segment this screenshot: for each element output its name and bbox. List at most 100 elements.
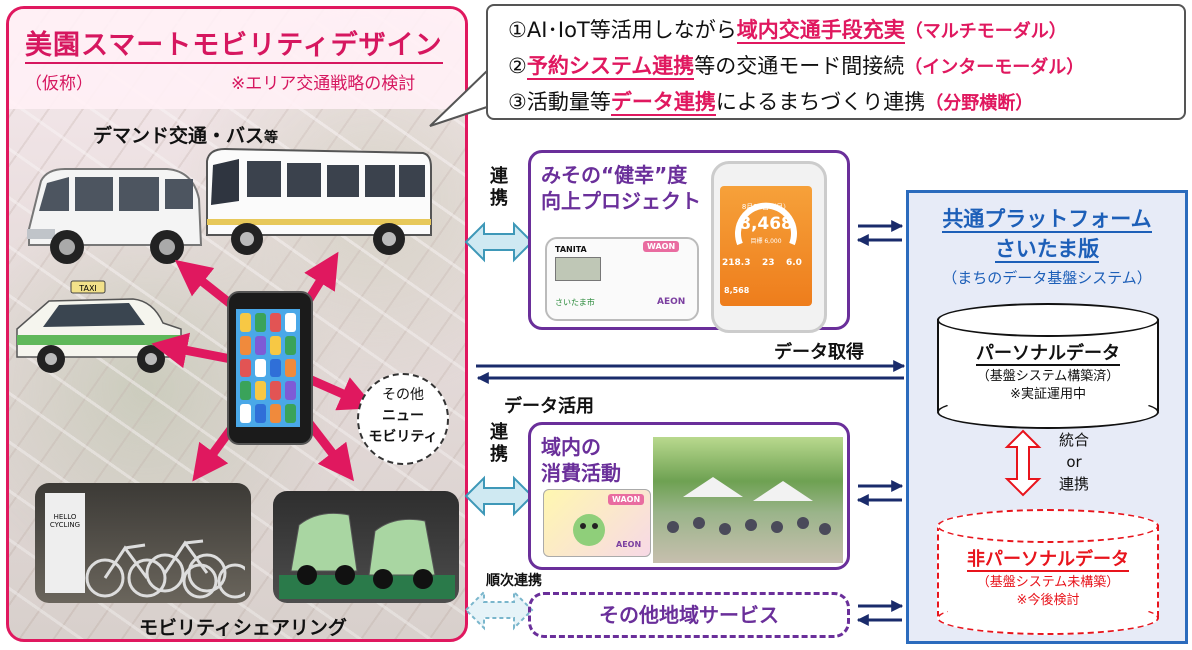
integrate-word-2: or [1066, 453, 1082, 471]
nonpersonal-data-note-2: ※今後検討 [1016, 593, 1080, 608]
integrate-word-1: 統合 [1058, 431, 1089, 449]
title-strip [9, 9, 465, 109]
nonpersonal-data-title-text: 非パーソナルデータ [967, 549, 1129, 572]
callout-tag-1: （マルチモーダル） [904, 21, 1067, 42]
app-footer-steps: 8,568 [724, 286, 750, 295]
taxi-sign-text: TAXI [78, 284, 97, 293]
personal-data-note-2: ※実証運用中 [1010, 387, 1086, 402]
mini-ev-image [279, 512, 455, 599]
bicycles-image [85, 539, 245, 599]
consumption-title-2: 消費活動 [541, 461, 621, 485]
other-mobility-line3: モビリティ [368, 429, 438, 445]
common-platform-box: 共通プラットフォーム さいたま版 （まちのデータ基盤システム） パーソナルデータ… [906, 190, 1188, 644]
panel-title: 美園スマートモビリティデザイン [25, 23, 443, 64]
other-mobility-line1: その他 [382, 387, 424, 403]
platform-title-2-text: さいたま版 [994, 237, 1100, 263]
app-stat-2: 23 [762, 258, 775, 268]
junji-renkei-label: 順次連携 [486, 573, 542, 589]
renkei-label-2: 連 携 [488, 422, 510, 466]
bike-sign-line2: CYCLING [49, 521, 81, 529]
platform-title-1: 共通プラットフォーム [909, 203, 1185, 233]
consumption-box: 域内の 消費活動 WAON AEON [528, 422, 850, 570]
other-mobility-circle: その他 ニュー モビリティ [357, 373, 449, 465]
personal-data-title-text: パーソナルデータ [976, 343, 1120, 366]
platform-subtitle: （まちのデータ基盤システム） [942, 269, 1152, 287]
demand-label-main: デマンド交通・バス [93, 125, 265, 147]
strategy-callout: ①AI･IoT等活用しながら域内交通手段充実（マルチモーダル） ②予約システム連… [486, 4, 1186, 120]
personal-data-note-1: （基盤システム構築済） [976, 369, 1120, 384]
health-title-2: 向上プロジェクト [541, 189, 701, 213]
callout-text-3a: 活動量等 [526, 90, 611, 114]
callout-num-3: ③ [508, 90, 527, 114]
nonpersonal-data-note-1: （基盤システム未構築） [976, 575, 1120, 590]
mobility-sharing-label: モビリティシェアリング [139, 617, 347, 639]
other-services-label: その他地域サービス [599, 603, 779, 627]
callout-text-3b: によるまちづくり連携 [715, 90, 926, 114]
app-stat-1: 218.3 [722, 258, 751, 268]
card-aeon-logo: AEON [616, 540, 642, 549]
platform-title-1-text: 共通プラットフォーム [942, 207, 1152, 233]
demand-label-suffix: 等 [264, 130, 279, 146]
mobility-design-panel: 美園スマートモビリティデザイン （仮称） ※エリア交通戦略の検討 デマンド交通・… [6, 6, 468, 642]
hello-cycling-sign: HELLO CYCLING [45, 493, 85, 593]
app-stat-3: 6.0 [786, 258, 802, 268]
other-services-box: その他地域サービス [528, 592, 850, 638]
bus-image [206, 147, 432, 255]
platform-title-2: さいたま版 [909, 233, 1185, 263]
nonpersonal-data-title: 非パーソナルデータ [937, 545, 1159, 572]
device-brand: TANITA [555, 245, 587, 254]
callout-line-2: ②予約システム連携等の交通モード間接続（インターモーダル） [508, 50, 1084, 80]
personal-data-cylinder: パーソナルデータ （基盤システム構築済） ※実証運用中 [937, 303, 1159, 429]
smartphone-image [227, 291, 313, 445]
callout-line-3: ③活動量等データ連携によるまちづくり連携（分野横断） [508, 86, 1033, 116]
health-project-box: みその“健幸”度 向上プロジェクト TANITA WAON さいたま市 AEON… [528, 150, 850, 333]
taxi-image: TAXI [16, 280, 182, 373]
mini-ev-photo [273, 491, 459, 603]
demand-transport-label: デマンド交通・バス等 [93, 121, 278, 148]
double-arrow-other-services [464, 589, 534, 631]
callout-num-1: ① [508, 18, 527, 42]
app-date: 8月21日（月） [741, 203, 791, 211]
integrate-label: 統合 or 連携 [1049, 429, 1099, 495]
waon-card: WAON AEON [543, 489, 651, 557]
integrate-word-3: 連携 [1058, 475, 1089, 493]
app-steps: 8,468 [739, 214, 793, 234]
app-goal: 目標 6,000 [750, 238, 782, 245]
health-title-1: みその“健幸”度 [541, 163, 688, 187]
callout-num-2: ② [508, 54, 527, 78]
callout-line-1: ①AI･IoT等活用しながら域内交通手段充実（マルチモーダル） [508, 14, 1067, 44]
data-use-label: データ活用 [504, 396, 594, 417]
renkei2-char2: 携 [490, 444, 508, 465]
integrate-arrow [1004, 429, 1042, 497]
renkei2-char1: 連 [490, 422, 508, 443]
device-aeon-logo: AEON [657, 297, 686, 307]
callout-emph-3: データ連携 [610, 90, 716, 116]
device-city-label: さいたま市 [555, 298, 595, 307]
personal-data-title: パーソナルデータ [937, 339, 1159, 366]
panel-subtitle: （仮称） [25, 74, 93, 94]
device-waon-logo: WAON [643, 241, 680, 252]
device-screen [555, 257, 601, 281]
callout-text-2: 等の交通モード間接続 [694, 54, 905, 78]
bike-sign-line1: HELLO [53, 513, 77, 521]
consumption-title-1: 域内の [541, 435, 601, 459]
activity-meter-device: TANITA WAON さいたま市 AEON [545, 237, 699, 321]
renkei1-char2: 携 [490, 188, 508, 209]
area-strategy-note: ※エリア交通戦略の検討 [231, 74, 416, 94]
health-app-phone: 8月21日（月） 8,468 目標 6,000 218.3 23 6.0 8,5… [711, 161, 827, 333]
callout-tag-3: （分野横断） [925, 93, 1034, 114]
renkei-label-1: 連 携 [488, 166, 510, 210]
event-photo [653, 437, 843, 563]
callout-emph-1: 域内交通手段充実 [736, 18, 905, 44]
callout-tag-2: （インターモーダル） [904, 57, 1085, 78]
mascot-image [573, 514, 605, 546]
other-mobility-line2: ニュー [382, 408, 424, 424]
step-gauge [735, 202, 797, 246]
card-waon-logo: WAON [608, 494, 645, 505]
crowd-image [667, 477, 831, 535]
data-get-label: データ取得 [774, 342, 864, 363]
van-image [27, 168, 203, 264]
callout-text-1: AI･IoT等活用しながら [526, 18, 737, 42]
health-app-screen: 8月21日（月） 8,468 目標 6,000 218.3 23 6.0 8,5… [720, 186, 812, 306]
